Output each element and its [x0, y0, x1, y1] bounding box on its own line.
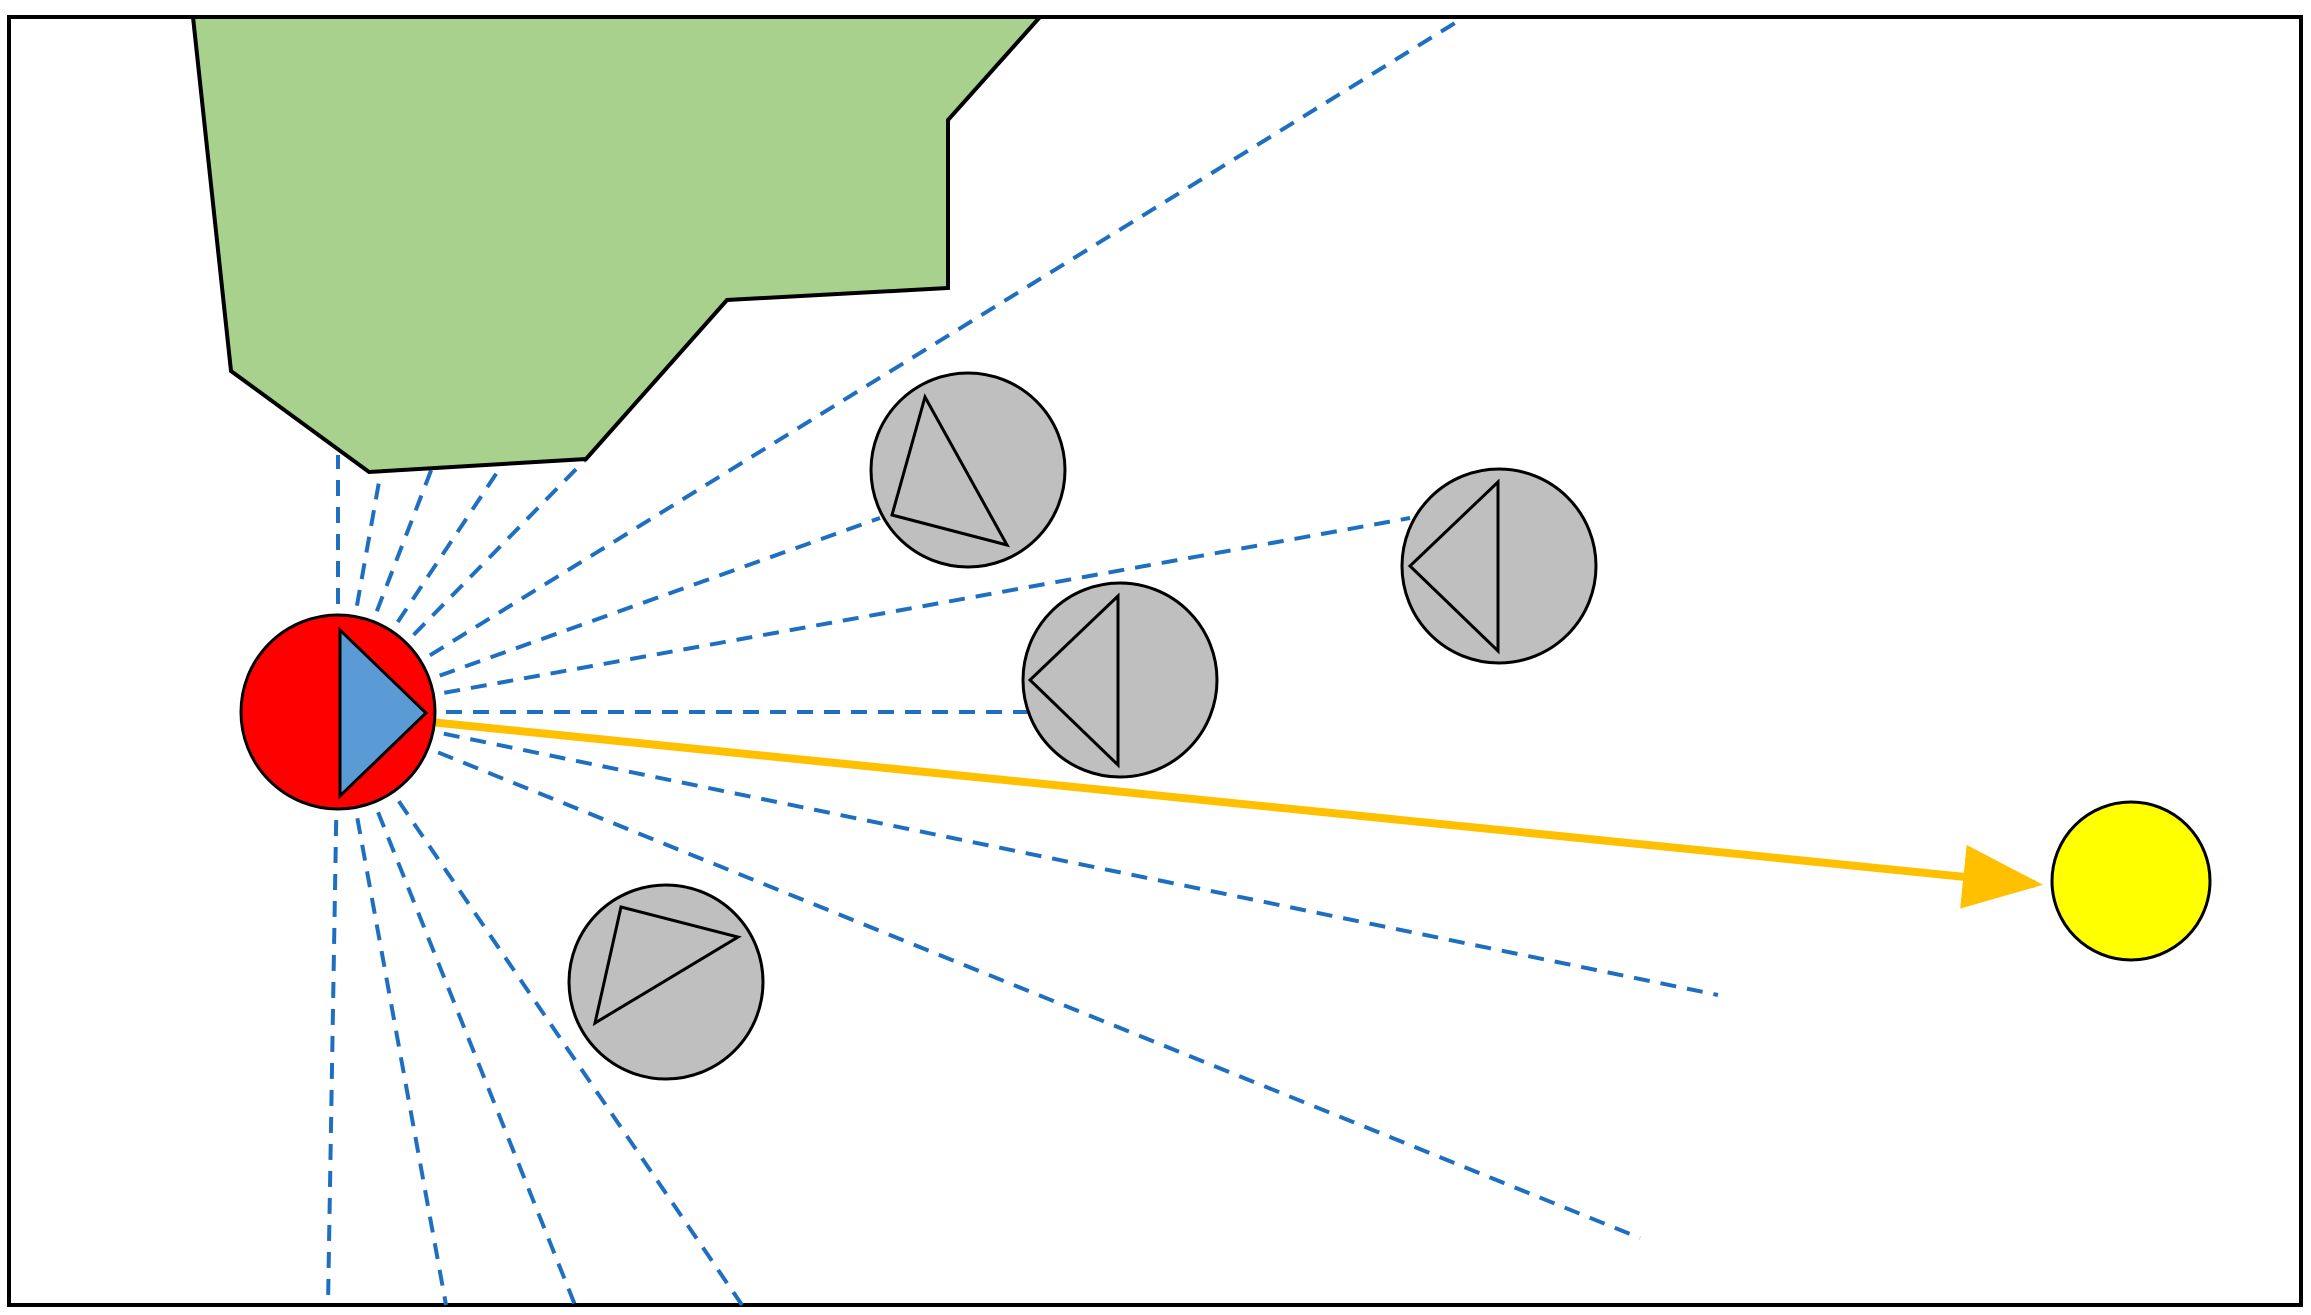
other-agent [567, 883, 765, 1081]
sensor-ray [336, 463, 504, 714]
sensor-ray [326, 711, 340, 1306]
other-agent [869, 371, 1067, 569]
obstacle [190, 15, 1045, 475]
triangle-up-left-icon [890, 393, 1011, 548]
triangle-left-icon [1407, 478, 1500, 655]
ego-agent [239, 613, 437, 811]
sensor-ray [337, 710, 1641, 1240]
sensor-ray [337, 710, 1719, 997]
sensor-ray [336, 711, 448, 1306]
goal-direction-arrow [429, 718, 2043, 909]
sensor-ray [336, 710, 744, 1307]
sensor-ray [336, 467, 434, 713]
goal [2050, 800, 2212, 962]
other-agent [1400, 467, 1598, 665]
sensor-ray [336, 21, 1457, 714]
triangle-right-icon [592, 905, 742, 1027]
other-agent [1021, 581, 1219, 779]
triangle-right-icon [338, 626, 429, 800]
triangle-left-icon [1027, 592, 1120, 769]
sensor-ray [337, 516, 1411, 714]
